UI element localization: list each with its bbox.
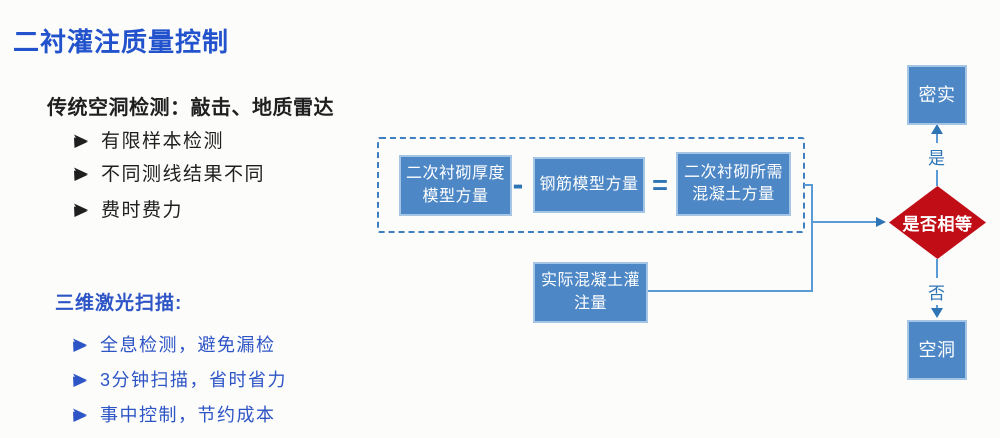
actual-pour-box: 实际混凝土灌 注量 — [533, 262, 648, 323]
arrow-up-icon — [931, 124, 943, 134]
laser-scan-heading: 三维激光扫描: — [55, 293, 183, 314]
required-concrete-box: 二次衬砌所需 混凝土方量 — [676, 152, 791, 216]
box-text: 二次衬砌厚度 — [405, 165, 505, 183]
model-volume-box: 二次衬砌厚度 模型方量 — [399, 155, 512, 216]
diamond-label: 是否相等 — [902, 215, 973, 234]
laser-bullet-list: 全息检测，避免漏检 3分钟扫描，省时省力 事中控制，节约成本 — [72, 334, 287, 426]
bullet-text: 有限样本检测 — [101, 131, 225, 152]
arrow-bullet-icon — [73, 167, 89, 182]
page-title: 二衬灌注质量控制 — [13, 27, 230, 57]
connector-to-diamond-line — [813, 221, 876, 223]
arrow-bullet-icon — [72, 338, 88, 353]
box-text: 混凝土方量 — [692, 186, 775, 203]
decision-diamond: 是否相等 — [889, 186, 986, 259]
traditional-bullet-list: 有限样本检测 不同测线结果不同 费时费力 — [73, 131, 265, 221]
bullet-text: 不同测线结果不同 — [101, 164, 266, 185]
bullet-text: 3分钟扫描，省时省力 — [100, 370, 288, 390]
arrow-bullet-icon — [72, 373, 88, 388]
traditional-detection-heading: 传统空洞检测：敲击、地质雷达 — [47, 97, 334, 119]
box-text: 模型方量 — [422, 187, 489, 205]
connector-exit-line — [804, 184, 813, 186]
connector-junction-line — [811, 184, 813, 292]
yes-label: 是 — [926, 143, 947, 170]
box-text: 密实 — [918, 84, 956, 105]
list-item: 不同测线结果不同 — [73, 164, 265, 185]
bullet-text: 费时费力 — [101, 200, 184, 221]
bullet-text: 事中控制，节约成本 — [100, 405, 276, 425]
list-item: 有限样本检测 — [73, 131, 265, 152]
arrow-right-icon — [876, 217, 886, 227]
list-item: 3分钟扫描，省时省力 — [72, 369, 287, 391]
no-label: 否 — [926, 278, 947, 305]
dense-result-box: 密实 — [907, 65, 967, 125]
void-result-box: 空洞 — [907, 320, 967, 380]
arrow-bullet-icon — [73, 203, 89, 218]
list-item: 事中控制，节约成本 — [72, 404, 287, 426]
list-item: 费时费力 — [73, 200, 265, 221]
list-item: 全息检测，避免漏检 — [72, 334, 287, 356]
box-text: 空洞 — [918, 339, 956, 360]
box-text: 实际混凝土灌 — [540, 272, 640, 290]
minus-operator: - — [512, 166, 524, 202]
equals-operator: = — [652, 170, 668, 200]
arrow-bullet-icon — [72, 408, 88, 423]
arrow-down-icon — [931, 308, 943, 318]
bullet-text: 全息检测，避免漏检 — [100, 335, 276, 355]
box-text: 注量 — [573, 294, 607, 312]
diamond-shape-icon — [889, 186, 986, 259]
box-text: 二次衬砌所需 — [683, 163, 783, 181]
rebar-volume-box: 钢筋模型方量 — [533, 157, 645, 213]
box-text: 钢筋模型方量 — [539, 175, 639, 193]
arrow-bullet-icon — [73, 134, 89, 149]
connector-actual-line — [648, 290, 813, 292]
